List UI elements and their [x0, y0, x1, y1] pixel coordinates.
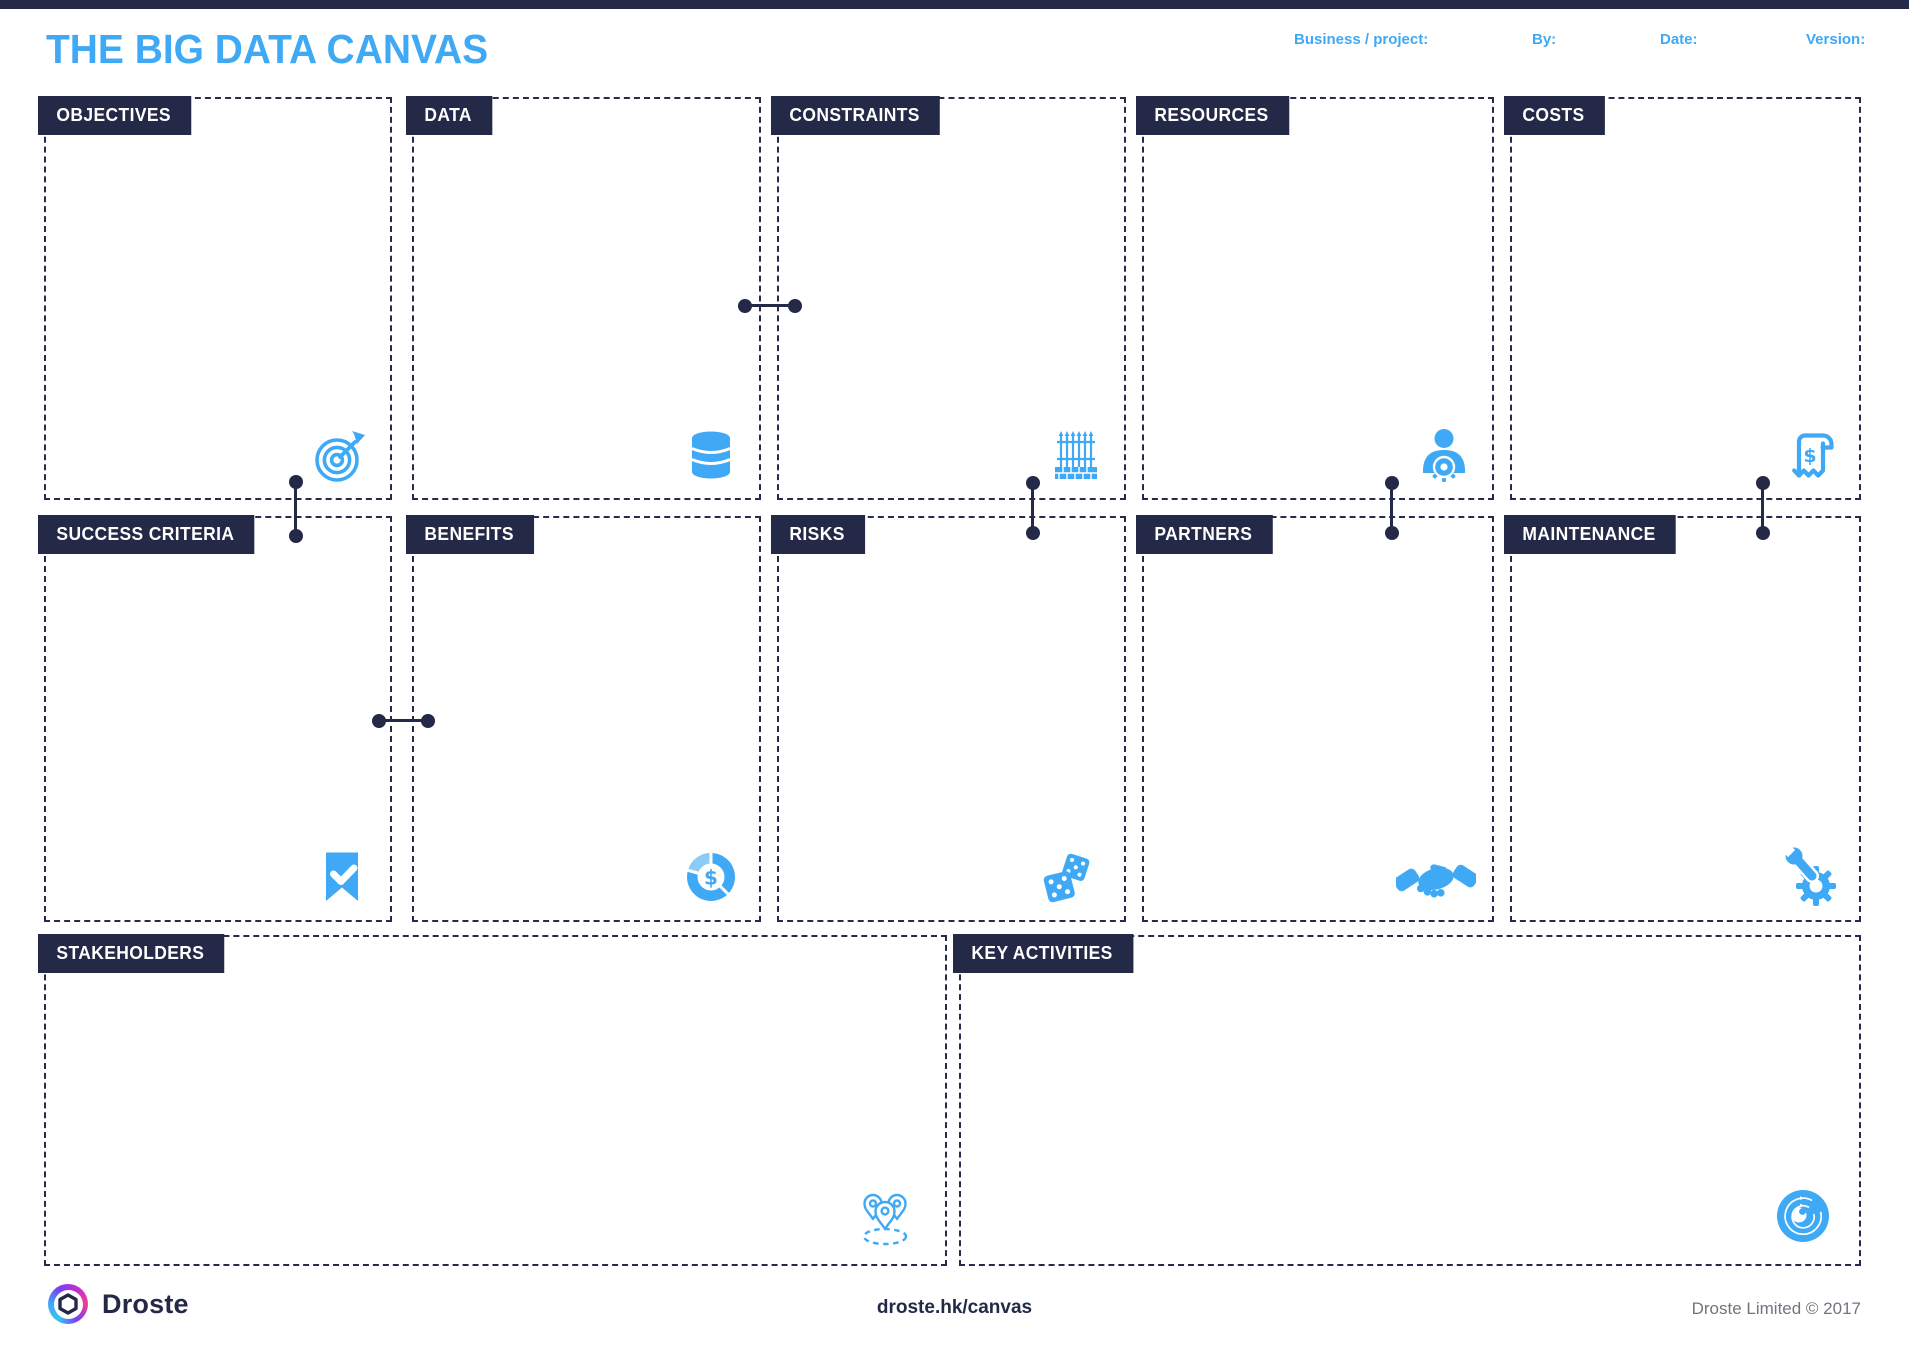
section-benefits: BENEFITS $	[406, 515, 761, 922]
section-data: DATA	[406, 96, 761, 500]
page-title: THE BIG DATA CANVAS	[46, 26, 489, 72]
dice-icon	[1028, 847, 1108, 909]
section-label: DATA	[406, 96, 493, 135]
connector	[1025, 476, 1040, 540]
person-gear-icon	[1412, 423, 1476, 487]
field-by: By:	[1532, 31, 1557, 48]
section-key-activities: KEY ACTIVITIES	[953, 934, 1861, 1266]
connector	[372, 713, 435, 728]
cycle-icon	[1771, 1184, 1835, 1248]
target-icon	[310, 423, 374, 487]
connector	[1384, 476, 1399, 540]
top-bar	[0, 0, 1909, 9]
people-group-icon	[853, 1186, 917, 1250]
section-label: MAINTENANCE	[1504, 515, 1677, 554]
section-label: SUCCESS CRITERIA	[38, 515, 255, 554]
section-label: COSTS	[1504, 96, 1605, 135]
handshake-icon	[1396, 847, 1476, 909]
connector	[1755, 476, 1770, 540]
section-partners: PARTNERS	[1136, 515, 1494, 922]
section-risks: RISKS	[771, 515, 1126, 922]
section-label: KEY ACTIVITIES	[953, 934, 1134, 973]
section-label: RISKS	[771, 515, 866, 554]
section-label: OBJECTIVES	[38, 96, 192, 135]
connector	[288, 475, 303, 543]
database-icon	[679, 423, 743, 487]
section-stakeholders: STAKEHOLDERS	[38, 934, 947, 1266]
bookmark-check-icon	[310, 845, 374, 909]
svg-text:$: $	[704, 866, 718, 890]
hexagon-icon	[58, 1293, 78, 1315]
section-costs: COSTS $	[1504, 96, 1861, 500]
brand-name: Droste	[102, 1288, 189, 1319]
section-maintenance: MAINTENANCE	[1504, 515, 1861, 922]
field-date: Date:	[1660, 31, 1698, 48]
brand-logo: Droste	[48, 1284, 189, 1324]
fence-icon	[1044, 423, 1108, 487]
field-business-project: Business / project:	[1294, 31, 1429, 48]
section-label: PARTNERS	[1136, 515, 1273, 554]
section-label: BENEFITS	[406, 515, 535, 554]
svg-text:$: $	[1803, 445, 1816, 467]
section-resources: RESOURCES	[1136, 96, 1494, 500]
connector	[738, 298, 802, 313]
section-label: CONSTRAINTS	[771, 96, 941, 135]
droste-ring-icon	[48, 1284, 88, 1324]
section-label: RESOURCES	[1136, 96, 1289, 135]
field-version: Version:	[1806, 31, 1866, 48]
canvas-url: droste.hk/canvas	[876, 1297, 1033, 1318]
section-label: STAKEHOLDERS	[38, 934, 225, 973]
section-objectives: OBJECTIVES	[38, 96, 392, 500]
section-constraints: CONSTRAINTS	[771, 96, 1126, 500]
wrench-gear-icon	[1779, 845, 1843, 909]
section-success-criteria: SUCCESS CRITERIA	[38, 515, 392, 922]
receipt-dollar-icon: $	[1779, 423, 1843, 487]
pie-dollar-icon: $	[679, 845, 743, 909]
copyright: Droste Limited © 2017	[1691, 1299, 1861, 1318]
